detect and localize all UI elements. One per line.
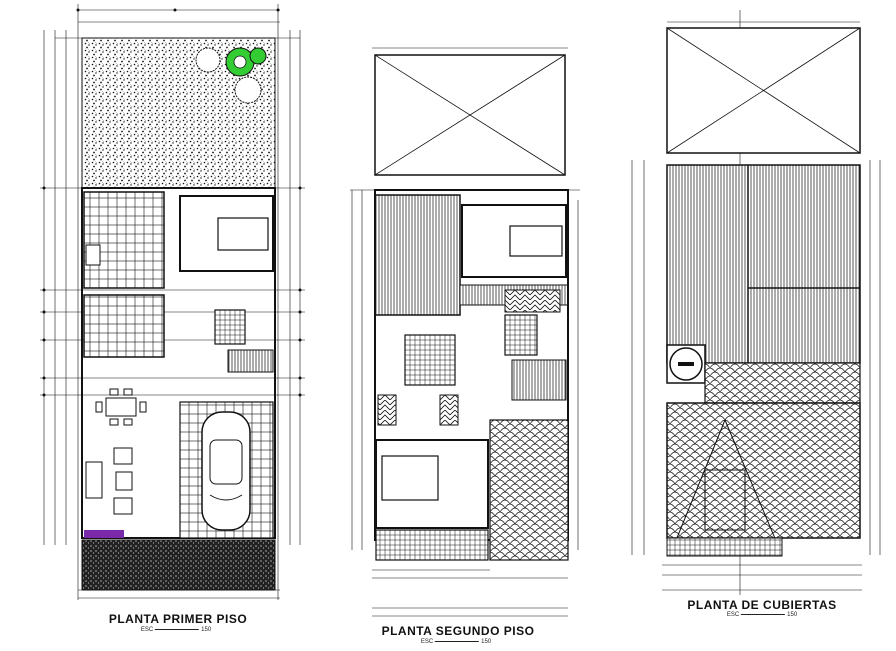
plan-scale-second-floor: ESC 150	[421, 639, 491, 645]
bath-2-tile	[404, 334, 456, 386]
closet-herring-2	[439, 394, 459, 426]
void-cross-2	[374, 54, 566, 176]
scale-bar	[155, 629, 200, 630]
hall-herring	[504, 289, 561, 313]
scale-bar	[435, 641, 480, 642]
scale-prefix: ESC	[420, 639, 434, 645]
kitchen-tile	[83, 191, 165, 289]
bed-3	[381, 455, 439, 501]
plan-title-roof: PLANTA DE CUBIERTAS	[687, 598, 837, 612]
closet-herring	[377, 394, 397, 426]
bed-2	[509, 225, 563, 257]
living-room-furniture-icon	[85, 447, 133, 515]
balcony-tile	[375, 529, 489, 561]
roof-panels-slats	[666, 164, 861, 364]
plan-scale-roof: ESC 150	[727, 612, 797, 618]
roof-below-scale	[489, 419, 569, 561]
roof-plan	[631, 10, 881, 595]
hip-roof-lines	[669, 419, 783, 556]
roof-tile-band	[704, 362, 861, 404]
terrace-slats	[374, 194, 461, 316]
second-floor-plan	[350, 47, 580, 617]
roof-void-cross-2	[666, 27, 861, 154]
kitchen-counter	[85, 244, 101, 266]
dining-table-icon	[95, 388, 147, 426]
dimension-ticks	[42, 8, 302, 397]
first-floor-plan	[40, 4, 305, 600]
scale-value: 150	[481, 639, 492, 645]
stairs-2	[511, 359, 567, 401]
walls-outline	[81, 187, 276, 539]
dimension-lines	[350, 47, 580, 617]
roof-tile-lower	[666, 402, 861, 539]
bed	[217, 217, 269, 251]
plan-scale-first-floor: ESC 150	[141, 627, 211, 633]
scale-bar	[741, 614, 786, 615]
scale-prefix: ESC	[140, 627, 154, 633]
entry-label-tag	[84, 530, 124, 538]
scale-prefix: ESC	[726, 612, 740, 618]
plan-title-second-floor: PLANTA SEGUNDO PISO	[381, 624, 535, 638]
tree-cluster	[195, 47, 267, 104]
bathroom-tile	[214, 309, 246, 345]
plan-title-first-floor: PLANTA PRIMER PISO	[108, 612, 248, 626]
scale-value: 150	[787, 612, 798, 618]
stair-block	[227, 349, 274, 373]
roof-lower-strip	[666, 537, 783, 557]
sidewalk-gravel	[81, 539, 276, 591]
dining-tile	[83, 294, 165, 358]
car-icon	[201, 411, 251, 531]
water-tank-icon	[666, 344, 706, 384]
bath-2b-tile	[504, 314, 538, 356]
scale-value: 150	[201, 627, 212, 633]
